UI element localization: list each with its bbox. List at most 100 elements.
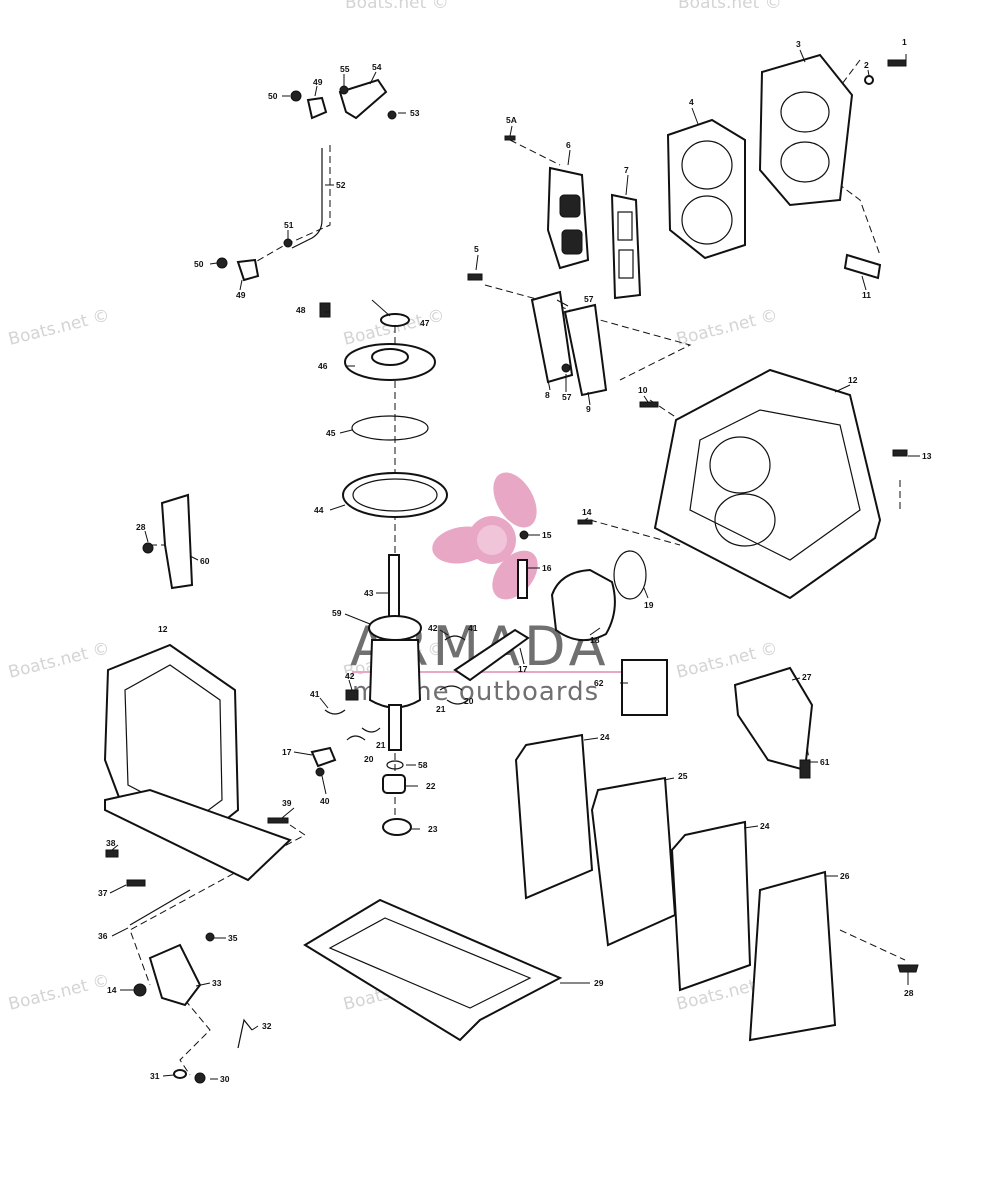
callout-62: 62: [594, 678, 604, 688]
callout-24-upper: 24: [600, 732, 610, 742]
gasket-24: [514, 733, 594, 900]
cylinder-head-group: [504, 53, 907, 300]
callout-1: 1: [902, 37, 907, 47]
callout-54: 54: [372, 62, 382, 72]
crankshaft-lower: [388, 704, 402, 751]
bracket-33: [148, 943, 202, 1007]
bearing-22: [382, 774, 406, 794]
callout-6: 6: [566, 140, 571, 150]
gasket-45: [351, 415, 429, 441]
callout-35: 35: [228, 933, 238, 943]
connecting-rod-17: [453, 628, 530, 682]
callout-24-lower: 24: [760, 821, 770, 831]
crankshaft-stack: [319, 302, 448, 836]
gasket-29-inner: [328, 917, 532, 1009]
stud-39: [267, 817, 289, 824]
screw-57: [561, 363, 571, 373]
callout-51: 51: [284, 220, 294, 230]
cylinder-bore-top: [709, 436, 771, 494]
callout-14-pin: 14: [582, 507, 592, 517]
cylinder-block-12-inner: [689, 409, 861, 561]
callout-20-right: 20: [464, 696, 474, 706]
callout-39: 39: [282, 798, 292, 808]
bypass-plates: [467, 273, 608, 397]
callout-27: 27: [802, 672, 812, 682]
rod-cap-17: [310, 746, 337, 768]
throttle-linkage: [216, 78, 397, 282]
callout-31: 31: [150, 1071, 160, 1081]
callout-7: 7: [624, 165, 629, 175]
screw-28b: [897, 964, 919, 973]
callout-26: 26: [840, 871, 850, 881]
screw-35: [205, 932, 215, 942]
washer-2: [864, 75, 874, 85]
callout-53: 53: [410, 108, 420, 118]
bypass-gasket-9: [563, 303, 608, 397]
cover-26: [748, 870, 837, 1042]
screw-55: [339, 85, 349, 95]
callout-36: 36: [98, 931, 108, 941]
callout-12-crankcase: 12: [158, 624, 168, 634]
piston-group: [517, 530, 647, 641]
callout-55: 55: [340, 64, 350, 74]
watermark: Boats.net ©: [6, 970, 111, 1014]
dowel-10: [639, 401, 659, 408]
callout-41-left: 41: [310, 689, 320, 699]
callout-18: 18: [590, 635, 600, 645]
callout-40: 40: [320, 796, 330, 806]
cover-25: [590, 776, 677, 947]
callout-21-right: 21: [436, 704, 446, 714]
callout-19: 19: [644, 600, 654, 610]
callout-16: 16: [542, 563, 552, 573]
cylinder-head-3: [758, 53, 854, 207]
link-rod-52: [291, 148, 323, 249]
crankcase-left: [103, 493, 292, 926]
screw-5: [467, 273, 483, 281]
piston-pin-16: [517, 559, 528, 599]
bearing-59: [368, 615, 422, 641]
pin-5a: [504, 135, 516, 141]
screw-28: [142, 542, 154, 554]
watermark: Boats.net ©: [6, 305, 111, 349]
callout-38: 38: [106, 838, 116, 848]
cylinder-head-bore-top: [780, 91, 830, 133]
lever-54: [338, 78, 388, 120]
crankcase-flange: [104, 788, 292, 882]
head-gasket-bore-bottom: [681, 195, 733, 245]
plate-62: [621, 659, 668, 716]
bearing-cage-20: [446, 699, 469, 705]
callout-20-left: 20: [364, 754, 374, 764]
callout-3: 3: [796, 39, 801, 49]
gasket-7: [610, 193, 642, 300]
piston-18: [550, 568, 616, 641]
wire-36: [129, 889, 191, 926]
callout-29: 29: [594, 978, 604, 988]
callout-labels: 1 2 3 4 5A 5 6 7 8 9 10 11 12 12 13 14 1…: [98, 37, 932, 1084]
callout-17-cap: 17: [282, 747, 292, 757]
bracket-49-lower: [236, 258, 260, 282]
callout-37: 37: [98, 888, 108, 898]
retainer-15: [519, 530, 529, 540]
nut-50: [290, 90, 302, 102]
callout-43: 43: [364, 588, 374, 598]
nut-50-lower: [216, 257, 228, 269]
callout-42-left: 42: [345, 671, 355, 681]
transfer-port-top: [559, 194, 581, 218]
callout-14-nut: 14: [107, 985, 117, 995]
callout-57-left: 57: [562, 392, 572, 402]
callout-32: 32: [262, 1021, 272, 1031]
connecting-rod-parts: [310, 628, 530, 777]
callout-17-rod: 17: [518, 664, 528, 674]
callout-50-lower: 50: [194, 259, 204, 269]
callout-33: 33: [212, 978, 222, 988]
callout-57-right: 57: [584, 294, 594, 304]
callout-8: 8: [545, 390, 550, 400]
bearing-cage-21: [439, 685, 463, 691]
cylinder-block-right: [577, 368, 908, 600]
watermark: Boats.net ©: [674, 305, 779, 349]
bypass-cover-8: [530, 290, 574, 384]
callout-10: 10: [638, 385, 648, 395]
seal-23: [382, 818, 412, 836]
callout-49-lower: 49: [236, 290, 246, 300]
